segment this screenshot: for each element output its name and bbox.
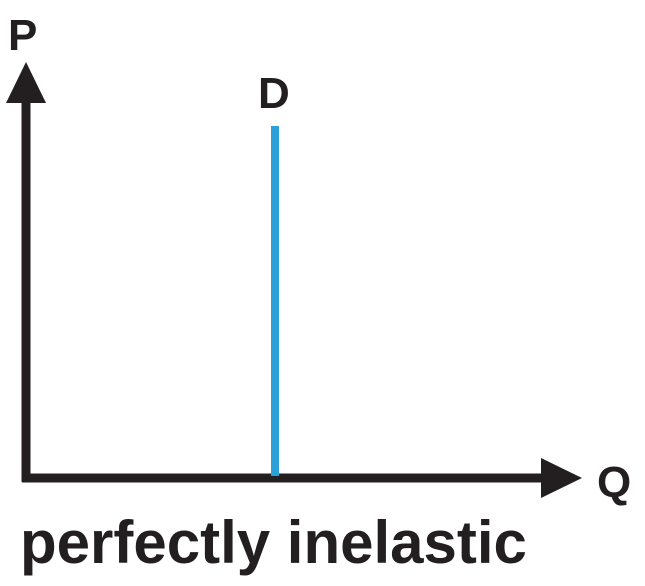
diagram-caption: perfectly inelastic xyxy=(20,509,527,576)
x-axis-arrowhead xyxy=(541,458,582,498)
demand-curve-label: D xyxy=(258,69,290,118)
y-axis-arrowhead xyxy=(6,62,46,103)
x-axis-label: Q xyxy=(597,458,631,507)
y-axis-label: P xyxy=(8,11,37,60)
